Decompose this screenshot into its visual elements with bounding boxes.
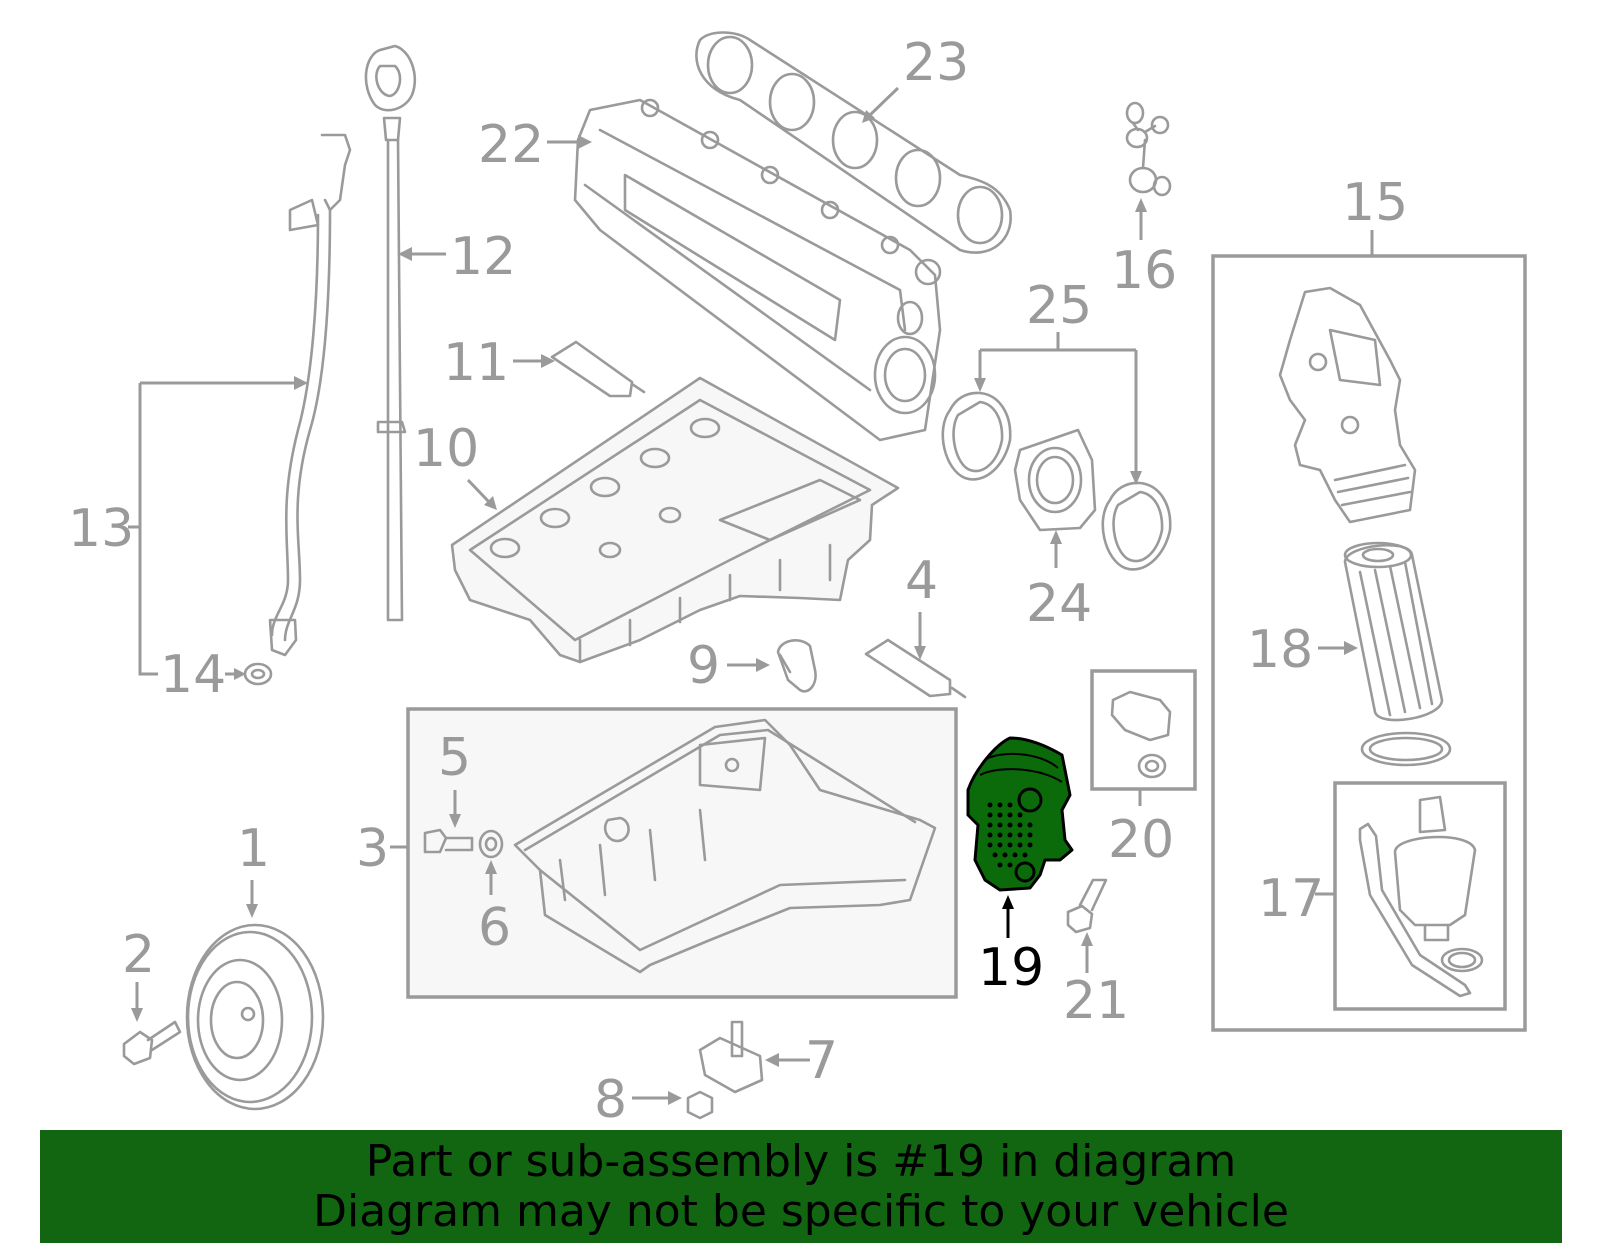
part-13-tube	[268, 133, 352, 657]
part-10-upper-pan	[450, 376, 900, 664]
callout-7: 7	[805, 1031, 838, 1091]
part-17-box	[1333, 781, 1507, 1011]
callout-10: 10	[413, 419, 479, 479]
part-24-housing	[1013, 428, 1097, 532]
part-5-bolt	[423, 828, 474, 854]
parts-diagram: 23 22 16 15 12 25 11 10 13 24 4 9 18 14 …	[68, 31, 1527, 1130]
part-17-filter-cap	[1358, 795, 1484, 998]
callout-9: 9	[687, 636, 720, 696]
callout-4: 4	[905, 551, 938, 611]
part-16-seals	[1125, 101, 1172, 197]
leader-lines	[128, 86, 1374, 1105]
callout-3: 3	[356, 819, 389, 879]
callout-22: 22	[478, 115, 544, 175]
callout-23: 23	[903, 33, 969, 93]
part-2-bolt	[122, 1020, 182, 1066]
info-banner: Part or sub-assembly is #19 in diagram D…	[40, 1130, 1562, 1243]
part-14-oring	[243, 662, 273, 686]
part-21-bolt	[1066, 878, 1108, 934]
callout-19: 19	[978, 938, 1044, 998]
callout-13: 13	[68, 499, 134, 559]
callout-11: 11	[443, 333, 509, 393]
callout-15: 15	[1342, 173, 1408, 233]
part-9-plug	[776, 639, 817, 693]
callout-2: 2	[122, 925, 155, 985]
part-11-strip	[550, 340, 646, 398]
callout-16: 16	[1111, 241, 1177, 301]
part-15-filter-housing	[1278, 286, 1417, 524]
part-22-cover	[573, 98, 942, 442]
callout-21: 21	[1063, 971, 1129, 1031]
part-23-gasket	[695, 31, 1012, 254]
part-15-box	[1211, 254, 1527, 1032]
callout-25: 25	[1026, 276, 1092, 336]
part-12-dipstick	[364, 44, 417, 622]
callout-20: 20	[1108, 810, 1174, 870]
banner-line-2: Diagram may not be specific to your vehi…	[313, 1185, 1289, 1237]
part-20-gaskets	[1110, 690, 1172, 779]
callout-5: 5	[438, 728, 471, 788]
callout-12: 12	[450, 227, 516, 287]
callout-17: 17	[1258, 869, 1324, 929]
part-7-sensor	[698, 1020, 764, 1094]
callout-6: 6	[478, 898, 511, 958]
banner-line-1: Part or sub-assembly is #19 in diagram	[365, 1135, 1237, 1187]
callout-1: 1	[237, 819, 270, 879]
part-3-lower-pan	[513, 718, 937, 974]
part-1-pulley	[185, 923, 325, 1111]
callout-labels: 23 22 16 15 12 25 11 10 13 24 4 9 18 14 …	[68, 33, 1408, 1130]
callout-18: 18	[1247, 620, 1313, 680]
part-19-oil-cooler	[966, 736, 1074, 892]
part-20-box	[1090, 669, 1197, 791]
part-18-filter	[1343, 541, 1452, 767]
callout-8: 8	[594, 1070, 627, 1130]
part-25-seals	[941, 391, 1172, 571]
callout-24: 24	[1026, 574, 1092, 634]
callout-14: 14	[160, 645, 226, 705]
part-8-nut	[686, 1090, 714, 1120]
part-4-strip	[864, 638, 967, 699]
part-6-washer	[478, 829, 504, 859]
